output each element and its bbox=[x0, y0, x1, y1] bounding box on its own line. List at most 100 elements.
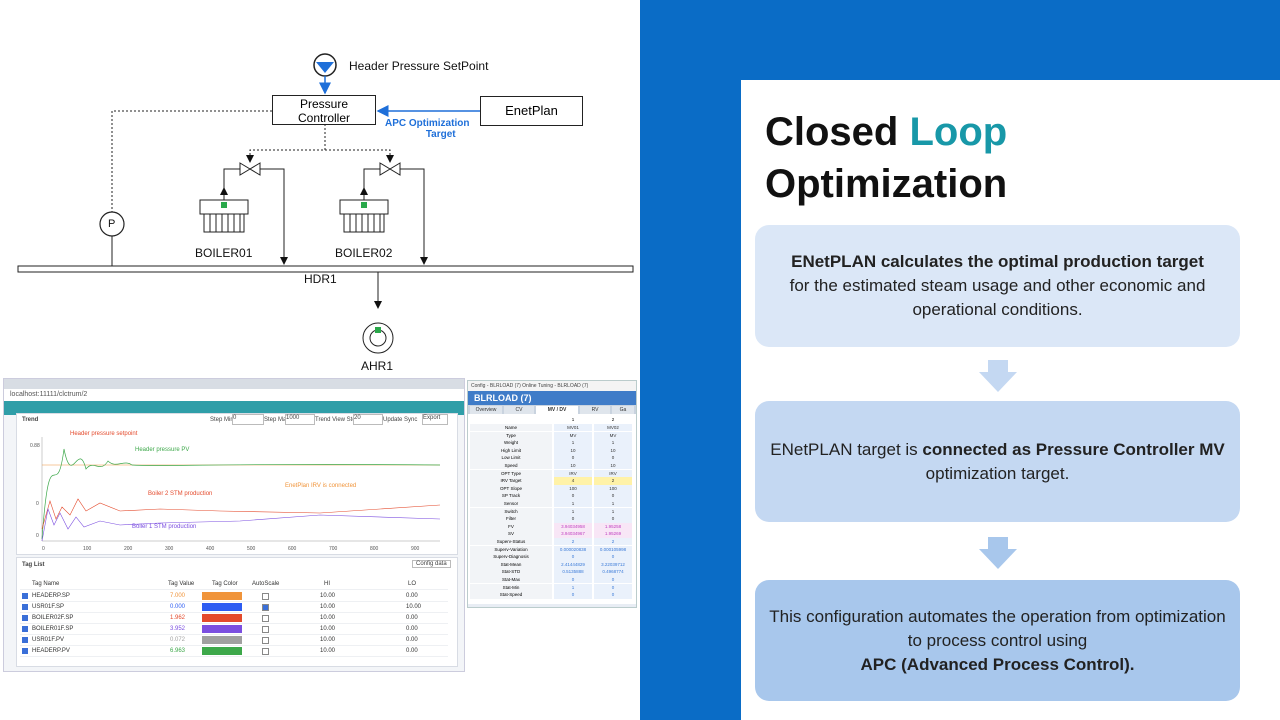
param-value-1[interactable]: 10 bbox=[554, 462, 592, 470]
y-tick: 0 bbox=[36, 533, 39, 539]
param-value-2[interactable]: 0.000105998 bbox=[594, 545, 632, 553]
autoscale-checkbox[interactable] bbox=[262, 648, 269, 655]
param-value-1[interactable]: 1 bbox=[554, 500, 592, 508]
autoscale-checkbox[interactable] bbox=[262, 637, 269, 644]
param-value-1[interactable]: 2.41444829 bbox=[554, 560, 592, 569]
app-header-bar bbox=[4, 401, 464, 415]
param-value-2[interactable]: 0 bbox=[594, 576, 632, 584]
row-checkbox[interactable] bbox=[22, 648, 28, 654]
tab-overview[interactable]: Overview bbox=[470, 406, 502, 414]
card1-bold: ENetPLAN calculates the optimal producti… bbox=[791, 252, 1204, 271]
param-value-1[interactable]: MV bbox=[554, 431, 592, 439]
tag-lo: 0.00 bbox=[406, 637, 418, 643]
tuning-tabs: Overview CV MV / DV RV Ga bbox=[468, 405, 636, 414]
param-value-2[interactable]: 2 bbox=[594, 477, 632, 485]
param-value-2[interactable]: MV02 bbox=[594, 424, 632, 432]
param-value-1[interactable]: 0 bbox=[554, 591, 592, 599]
row-checkbox[interactable] bbox=[22, 626, 28, 632]
param-value-2[interactable]: 0 bbox=[594, 515, 632, 523]
autoscale-checkbox[interactable] bbox=[262, 626, 269, 633]
x-tick: 0 bbox=[42, 546, 45, 552]
export-button[interactable]: Export bbox=[422, 414, 448, 425]
param-value-1[interactable]: 3.94034958 bbox=[554, 522, 592, 531]
tag-color-swatch[interactable] bbox=[202, 603, 242, 611]
browser-tabbar bbox=[4, 379, 464, 389]
param-name: High Limit bbox=[470, 446, 552, 455]
autoscale-checkbox[interactable] bbox=[262, 593, 269, 600]
param-value-2[interactable]: 1.95269 bbox=[594, 530, 632, 538]
param-value-1[interactable]: 4 bbox=[554, 477, 592, 485]
param-value-2[interactable]: 0 bbox=[594, 591, 632, 599]
tag-color-swatch[interactable] bbox=[202, 625, 242, 633]
step-max-input[interactable]: 1000 bbox=[285, 414, 315, 425]
x-tick: 600 bbox=[288, 546, 297, 552]
step-min-input[interactable]: 0 bbox=[232, 414, 264, 425]
param-value-2[interactable]: 1.95258 bbox=[594, 522, 632, 531]
step-min-label: Step Min bbox=[210, 417, 234, 423]
param-value-1[interactable]: 0 bbox=[554, 454, 592, 462]
param-value-2[interactable]: 0.4968774 bbox=[594, 568, 632, 576]
param-value-2[interactable]: 0 bbox=[594, 492, 632, 500]
param-value-2[interactable]: 3.22039712 bbox=[594, 560, 632, 569]
param-value-2[interactable]: 1 bbox=[594, 439, 632, 447]
param-value-2[interactable]: 10 bbox=[594, 446, 632, 455]
autoscale-checkbox[interactable] bbox=[262, 615, 269, 622]
param-value-1[interactable]: 3.94034967 bbox=[554, 530, 592, 538]
param-value-1[interactable]: 0.000020838 bbox=[554, 545, 592, 553]
tab-rv[interactable]: RV bbox=[580, 406, 610, 414]
row-checkbox[interactable] bbox=[22, 604, 28, 610]
param-value-2[interactable]: 0 bbox=[594, 454, 632, 462]
param-value-2[interactable]: 10 bbox=[594, 462, 632, 470]
param-value-1[interactable]: 0 bbox=[554, 515, 592, 523]
tag-color-swatch[interactable] bbox=[202, 647, 242, 655]
config-data-button[interactable]: Config data bbox=[412, 560, 451, 568]
param-value-1[interactable]: 1 bbox=[554, 583, 592, 591]
param-value-1[interactable]: 100 bbox=[554, 484, 592, 493]
header-pipe bbox=[17, 265, 634, 273]
param-value-1[interactable]: 1 bbox=[554, 439, 592, 447]
param-value-2[interactable]: 0 bbox=[594, 583, 632, 591]
tag-color-swatch[interactable] bbox=[202, 592, 242, 600]
tag-color-swatch[interactable] bbox=[202, 636, 242, 644]
param-value-1[interactable]: 1 bbox=[554, 507, 592, 515]
param-value-2[interactable]: 1 bbox=[594, 507, 632, 515]
param-name: OPT Type bbox=[470, 469, 552, 477]
param-value-2[interactable]: 2 bbox=[594, 538, 632, 546]
param-value-1[interactable]: 10 bbox=[554, 446, 592, 455]
tab-cv[interactable]: CV bbox=[504, 406, 534, 414]
param-value-1[interactable]: 2 bbox=[554, 538, 592, 546]
row-checkbox[interactable] bbox=[22, 637, 28, 643]
tag-color-swatch[interactable] bbox=[202, 614, 242, 622]
row-checkbox[interactable] bbox=[22, 593, 28, 599]
param-value-2[interactable]: MV bbox=[594, 431, 632, 439]
param-value-1[interactable]: 0 bbox=[554, 553, 592, 561]
tag-hi: 10.00 bbox=[320, 626, 336, 632]
setpoint-label: Header Pressure SetPoint bbox=[349, 59, 489, 73]
autoscale-checkbox[interactable] bbox=[262, 604, 269, 611]
param-name: SV bbox=[470, 530, 552, 538]
param-value-1[interactable]: IRV bbox=[554, 469, 592, 477]
param-value-1[interactable]: 0.5135888 bbox=[554, 568, 592, 576]
param-value-2[interactable]: 0 bbox=[594, 553, 632, 561]
param-value-2[interactable]: 100 bbox=[594, 484, 632, 493]
param-value-1[interactable]: 0 bbox=[554, 492, 592, 500]
trend-view-step-input[interactable]: 20 bbox=[353, 414, 383, 425]
pressure-controller-box: Pressure Controller bbox=[272, 95, 376, 125]
param-name: Name bbox=[470, 424, 552, 432]
param-value-2[interactable]: IRV bbox=[594, 469, 632, 477]
param-value-1[interactable]: MV01 bbox=[554, 424, 592, 432]
param-name: Low Limit bbox=[470, 454, 552, 462]
row-checkbox[interactable] bbox=[22, 615, 28, 621]
tab-ga[interactable]: Ga bbox=[612, 406, 634, 414]
param-value-1[interactable]: 0 bbox=[554, 576, 592, 584]
param-name: Type bbox=[470, 431, 552, 439]
tab-mv-dv[interactable]: MV / DV bbox=[536, 406, 578, 414]
tag-value: 3.952 bbox=[170, 626, 186, 632]
param-value-2[interactable]: 1 bbox=[594, 500, 632, 508]
